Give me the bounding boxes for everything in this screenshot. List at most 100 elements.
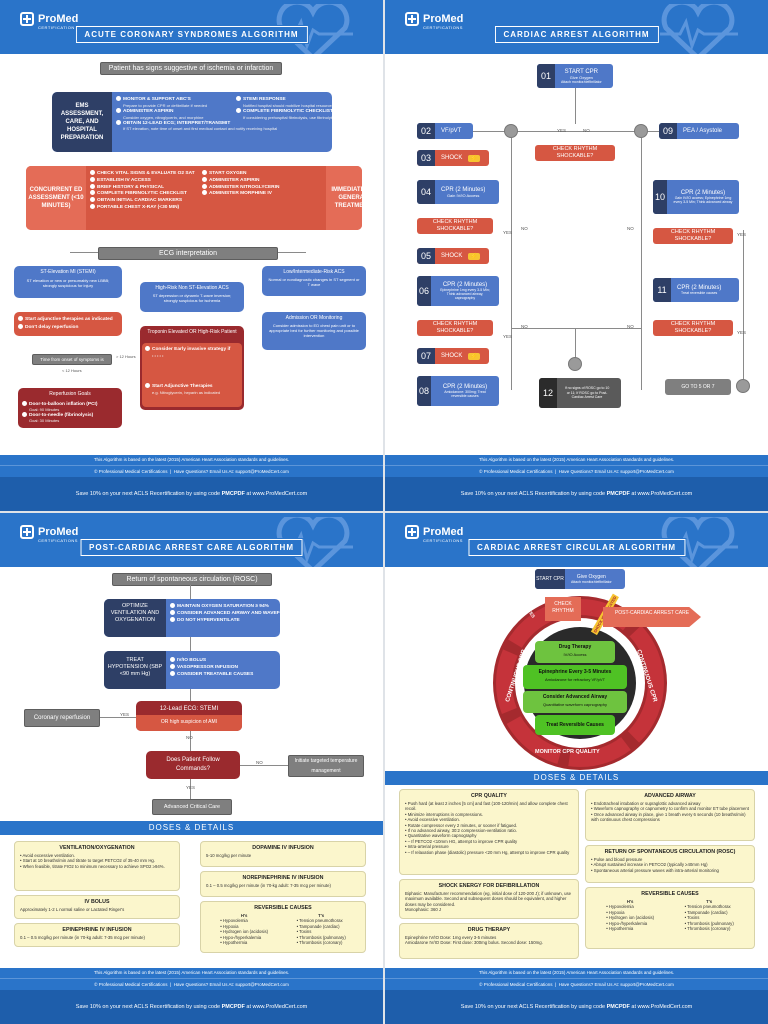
low-risk-label: Low/Intermediate-Risk ACS bbox=[283, 269, 345, 275]
list-item: • – If relaxation phase (diastolic) pres… bbox=[405, 849, 570, 855]
list-item: • Spontaneous arterial pressure waves wi… bbox=[591, 867, 719, 873]
cross-icon bbox=[405, 525, 419, 539]
reperfusion-box: Reperfusion Goals Door-to-balloon inflat… bbox=[18, 388, 122, 428]
reversible-row: Treat Reversible Causes bbox=[535, 715, 615, 735]
step-number: 04 bbox=[417, 180, 435, 204]
nstemi-label: High-Risk Non ST-Elevation ACS bbox=[155, 285, 229, 291]
rev-title: REVERSIBLE CAUSES bbox=[641, 891, 699, 897]
list-item: • Hydrogen ion (acidosis) bbox=[220, 929, 269, 935]
step-01-label: START CPR bbox=[564, 68, 598, 75]
promo-link[interactable]: at www.ProMedCert.com bbox=[631, 1004, 693, 1010]
step-06-sub: Epinephrine 1mg every 3-5 Min; Think adv… bbox=[440, 288, 490, 300]
check-rhythm: CHECK RHYTHM SHOCKABLE? bbox=[417, 320, 493, 336]
lightning-icon: ⚡ bbox=[468, 154, 480, 162]
reversible-title: REVERSIBLE CAUSES bbox=[254, 905, 312, 911]
reperf-label: Reperfusion Goals bbox=[49, 391, 91, 397]
list-item: • Avoid excessive ventilation. bbox=[405, 817, 460, 823]
c3-sub: Quantitative waveform capnography bbox=[542, 702, 608, 707]
low-risk-sub: Normal or nondiagnostic changes in ST se… bbox=[268, 277, 360, 287]
promo-code: PMCPDF bbox=[221, 1004, 245, 1010]
rosc-title: RETURN OF SPONTANEOUS CIRCULATION (ROSC) bbox=[604, 849, 736, 855]
yes-label: YES bbox=[503, 230, 513, 235]
bullet-item: DO NOT HYPERVENTILATE bbox=[170, 616, 280, 624]
goto-box: GO TO 5 OR 7 bbox=[665, 379, 731, 395]
list-item: • Hypoxia bbox=[220, 923, 239, 929]
adj-2: Don't delay reperfusion bbox=[25, 324, 79, 330]
footer-questions[interactable]: Have Questions? Email Us At: support@Pro… bbox=[558, 982, 674, 987]
step-number: 07 bbox=[417, 348, 435, 364]
promo-pre: Save 10% on your next ACLS Recertificati… bbox=[75, 1004, 221, 1010]
page-title: CARDIAC ARREST ALGORITHM bbox=[493, 25, 660, 44]
reversible-causes-note: REVERSIBLE CAUSES H's• Hypovolemia• Hypo… bbox=[585, 887, 755, 949]
promo-link[interactable]: at www.ProMedCert.com bbox=[246, 1004, 308, 1010]
list-item: • Hypo-/hyperkalemia bbox=[606, 920, 648, 926]
start-bar: Patient has signs suggestive of ischemia… bbox=[100, 62, 282, 75]
list-item: • Hydrogen ion (acidosis) bbox=[606, 915, 655, 921]
onset-bar: Time from onset of symptoms is bbox=[32, 354, 112, 365]
list-item: • Endotracheal intubation or supraglotti… bbox=[591, 801, 701, 806]
norepi-text: 0.1 – 0.5 mcg/kg per minute (in 70-kg ad… bbox=[206, 883, 331, 888]
list-item: • Push hard (at least 2 inches [5 cm] an… bbox=[405, 801, 568, 812]
promo-link[interactable]: at www.ProMedCert.com bbox=[246, 491, 308, 497]
c1-sub: IV/IO Access bbox=[563, 652, 587, 657]
promo-link[interactable]: at www.ProMedCert.com bbox=[631, 491, 693, 497]
dopamine-title: DOPAMINE IV INFUSION bbox=[252, 845, 314, 851]
yes-label: YES bbox=[737, 330, 747, 335]
bullet-item: COMPLETE FIBRINOLYTIC CHECKLIST bbox=[236, 107, 332, 115]
check-rhythm: CHECK RHYTHM SHOCKABLE? bbox=[653, 320, 733, 336]
check-rhythm: CHECK RHYTHM SHOCKABLE? bbox=[653, 228, 733, 244]
step-10-sub: Gain IV/IO access; Epinephrine 1mg every… bbox=[673, 196, 733, 204]
ecg-label: 12-Lead ECG: STEMI bbox=[159, 706, 219, 712]
footer-questions[interactable]: Have Questions? Email Us At: support@Pro… bbox=[558, 469, 674, 474]
epi-text: 0.1 – 0.5 mcg/kg per minute (in 70-kg ad… bbox=[20, 935, 145, 940]
footer-standards: This Algorithm is based on the latest (2… bbox=[0, 968, 383, 979]
ecg-sub: OR high suspicion of AMI bbox=[136, 715, 242, 731]
nstemi-box: High-Risk Non ST-Elevation ACS ST depres… bbox=[140, 282, 244, 312]
no-label: NO bbox=[521, 226, 528, 231]
bullet-item: COMPLETE FIBRINOLYTIC CHECKLIST bbox=[90, 190, 195, 197]
footer-questions[interactable]: Have Questions? Email Us At: support@Pro… bbox=[173, 469, 289, 474]
epi-title: EPINEPHRINE IV INFUSION bbox=[62, 927, 132, 933]
list-item: • Hypovolemia bbox=[606, 904, 634, 910]
promo-code: PMCPDF bbox=[606, 491, 630, 497]
footer-questions[interactable]: Have Questions? Email Us At: support@Pro… bbox=[173, 982, 289, 987]
cross-icon bbox=[405, 12, 419, 26]
step-number: 03 bbox=[417, 150, 435, 166]
airway-title: ADVANCED AIRWAY bbox=[644, 793, 696, 799]
footer-standards: This Algorithm is based on the latest (2… bbox=[0, 455, 383, 466]
troponin-2: Start Adjunctive Therapies bbox=[152, 383, 213, 389]
list-item: • Hypo-/hyperkalemia bbox=[220, 934, 262, 940]
post-care-arrow: POST-CARDIAC ARREST CARE bbox=[603, 607, 701, 627]
list-item: • Quantitative waveform capnography bbox=[405, 833, 477, 839]
bullet-item: BRIEF HISTORY & PHYSICAL bbox=[90, 183, 195, 191]
start-cpr-label: START CPR bbox=[535, 569, 565, 589]
footer-standards: This Algorithm is based on the latest (2… bbox=[385, 455, 768, 466]
footer-promo: Save 10% on your next ACLS Recertificati… bbox=[385, 990, 768, 1024]
footer-promo: Save 10% on your next ACLS Recertificati… bbox=[385, 477, 768, 511]
start-sub: Give Oxygen bbox=[576, 574, 606, 580]
low-risk-box: Low/Intermediate-Risk ACS Normal or nond… bbox=[262, 266, 366, 296]
hypotension-label: TREAT HYPOTENSION (SBP <90 mm Hg) bbox=[107, 657, 163, 677]
follow-label: Does Patient Follow Commands? bbox=[166, 757, 220, 772]
step-number: 12 bbox=[539, 378, 557, 408]
drug-2: Amiodarone IV/IO Dose: First dose: 300mg… bbox=[405, 940, 543, 946]
ems-box: EMS ASSESSMENT, CARE, AND HOSPITAL PREPA… bbox=[52, 92, 332, 152]
bullet-item: IV/IO BOLUS bbox=[170, 657, 253, 664]
footer-info: This Algorithm is based on the latest (2… bbox=[0, 455, 383, 477]
yes-label: YES bbox=[737, 232, 747, 237]
list-item: • Avoid excessive ventilation. bbox=[20, 853, 75, 858]
bullet-item: ADMINISTER ASPIRIN bbox=[116, 107, 277, 115]
